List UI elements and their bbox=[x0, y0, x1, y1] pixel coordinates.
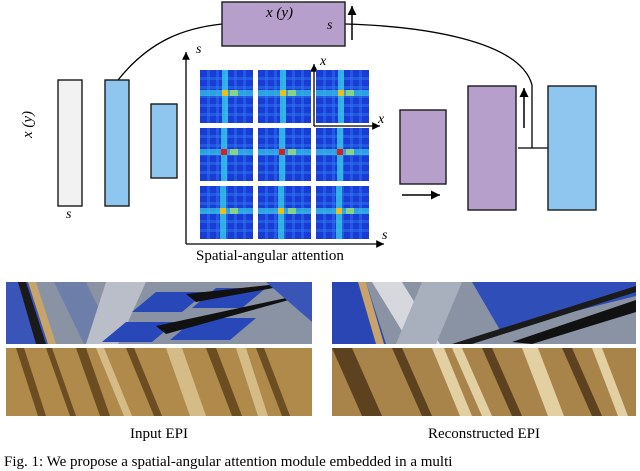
purple-block-right-2 bbox=[467, 85, 517, 211]
blue-block-1 bbox=[104, 79, 130, 207]
output-blue-block bbox=[547, 85, 597, 211]
axis-x-inner-label: x bbox=[320, 54, 327, 69]
blue-block-2 bbox=[150, 103, 178, 179]
input-epi-caption: Input EPI bbox=[130, 426, 188, 442]
reconstructed-epi-bottom bbox=[332, 348, 636, 416]
skip-connection-curve-right bbox=[344, 23, 533, 148]
input-epi-bottom bbox=[6, 348, 312, 416]
attention-heatmap-tile bbox=[316, 70, 369, 123]
axis-s-bottom-label: s bbox=[382, 228, 388, 243]
attention-heatmap-grid bbox=[200, 70, 369, 239]
axis-s-top-label: s bbox=[196, 42, 202, 57]
input-gray-box bbox=[57, 79, 83, 207]
left-bottom-label: s bbox=[66, 207, 72, 222]
input-epi-top bbox=[6, 282, 312, 344]
purple-block-right-1 bbox=[399, 109, 447, 185]
reconstructed-epi-top bbox=[332, 282, 636, 344]
top-block-label: x (y) bbox=[266, 5, 294, 21]
attention-heatmap-tile bbox=[258, 128, 311, 181]
top-purple-block bbox=[221, 1, 346, 47]
attention-heatmap-tile bbox=[200, 70, 253, 123]
reconstructed-epi-caption: Reconstructed EPI bbox=[427, 426, 541, 442]
axis-x-right-label: x bbox=[378, 112, 385, 127]
attention-heatmap-tile bbox=[258, 186, 311, 239]
attention-heatmap-tile bbox=[200, 186, 253, 239]
attention-label: Spatial-angular attention bbox=[196, 248, 344, 264]
skip-connection-curve bbox=[117, 23, 223, 81]
top-block-sub-label: s bbox=[327, 18, 333, 33]
attention-heatmap-tile bbox=[316, 128, 369, 181]
left-axis-label: x (y) bbox=[20, 110, 36, 138]
attention-heatmap-tile bbox=[258, 70, 311, 123]
attention-heatmap-tile bbox=[316, 186, 369, 239]
figure-caption-fragment: Fig. 1: We propose a spatial-angular att… bbox=[4, 454, 453, 470]
attention-heatmap-tile bbox=[200, 128, 253, 181]
network-diagram bbox=[57, 1, 597, 248]
